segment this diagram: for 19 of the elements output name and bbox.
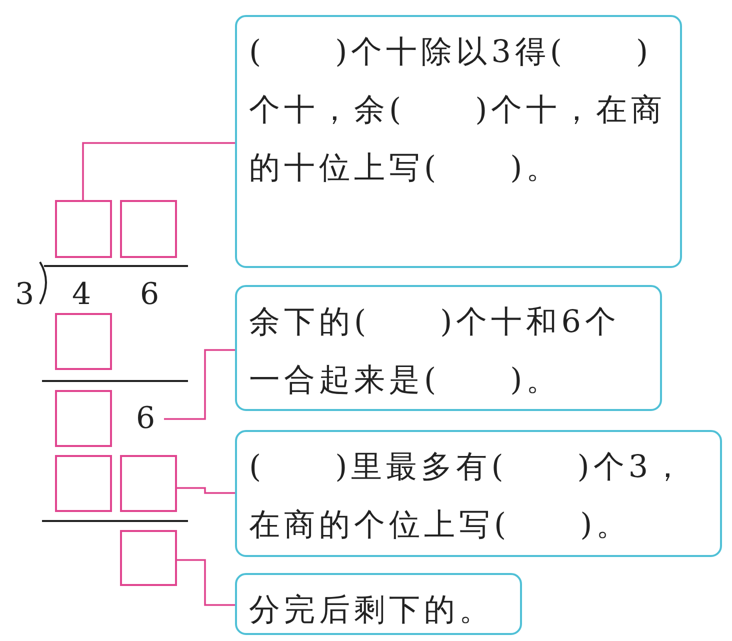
- digit: 3: [15, 280, 34, 310]
- callout-box: ( )里最多有( )个3，在商的个位上写( )。: [235, 430, 722, 557]
- answer-box: [55, 390, 112, 447]
- answer-box: [55, 200, 112, 258]
- leader-line: [177, 487, 235, 494]
- leader-line: [164, 349, 235, 420]
- leader-line: [82, 142, 235, 200]
- answer-box: [120, 455, 177, 512]
- digit: 4: [72, 280, 92, 310]
- digit: 6: [140, 280, 160, 310]
- answer-box: [55, 455, 112, 512]
- answer-box: [120, 200, 177, 258]
- leader-line: [177, 559, 235, 606]
- callout-box: ( )个十除以3得( )个十，余( )个十，在商的十位上写( )。: [235, 15, 682, 268]
- digit: 6: [136, 404, 156, 434]
- answer-box: [55, 313, 112, 370]
- callout-box: 分完后剩下的。: [235, 573, 522, 635]
- answer-box: [120, 530, 177, 586]
- callout-box: 余下的( )个十和6个一合起来是( )。: [235, 285, 662, 411]
